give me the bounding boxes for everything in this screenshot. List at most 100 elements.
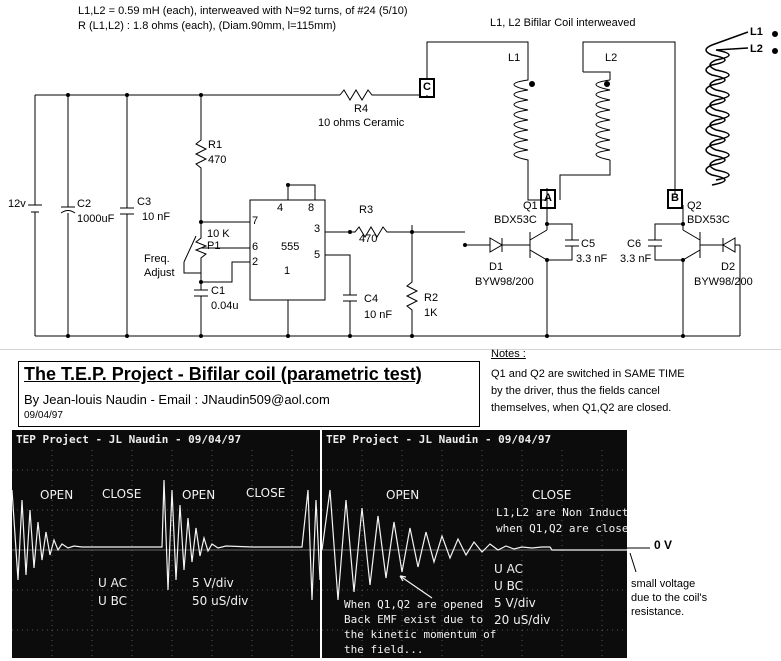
scope-left-close-2: CLOSE <box>246 486 286 500</box>
c5-capacitor <box>547 223 579 261</box>
battery <box>28 95 42 336</box>
pin-8: 8 <box>308 202 315 214</box>
zero-volt-label: 0 V <box>654 538 673 552</box>
r2-resistor <box>405 225 419 336</box>
c5-value: 3.3 nF <box>576 253 608 265</box>
ic-pins <box>287 184 351 336</box>
scope-left: TEP Project - JL Naudin - 09/04/97 OPEN … <box>12 430 320 658</box>
node-a-label: A <box>544 192 552 204</box>
node-b-label: B <box>671 192 679 204</box>
p1-value: 10 K <box>207 228 230 240</box>
d1-diode <box>465 237 530 253</box>
r4-resistor <box>339 89 375 101</box>
trace-right <box>322 489 627 601</box>
q2-transistor <box>682 205 741 336</box>
battery-label: 12v <box>8 198 26 210</box>
r1-resistor <box>194 95 250 223</box>
q2-name: Q2 <box>687 200 702 212</box>
junction-dots <box>66 31 778 338</box>
scope-left-ch2: U BC <box>98 594 127 608</box>
r3-name: R3 <box>359 204 374 216</box>
scope-right-header: TEP Project - JL Naudin - 09/04/97 <box>326 433 552 446</box>
c3-value: 10 nF <box>142 211 171 223</box>
l2-label: L2 <box>605 52 618 64</box>
l1-coil <box>513 72 547 201</box>
scope-left-ch1: U AC <box>98 576 127 590</box>
pin-6: 6 <box>252 241 259 253</box>
coil-legend-l2: L2 <box>750 43 763 55</box>
node-c-label: C <box>423 81 431 93</box>
scope-right-graticule <box>322 450 627 658</box>
r3-resistor <box>350 226 465 238</box>
r2-value: 1K <box>424 307 438 319</box>
bemf-note-4: the field... <box>344 643 424 656</box>
q2-part: BDX53C <box>687 214 730 226</box>
title-date: 09/04/97 <box>24 410 63 421</box>
c2-capacitor <box>60 95 76 336</box>
c5-name: C5 <box>581 238 596 250</box>
page-title: The T.E.P. Project - Bifilar coil (param… <box>24 364 422 384</box>
r1-value: 470 <box>208 154 227 166</box>
notes-line-2: by the driver, thus the fields cancel <box>491 385 660 397</box>
d1-name: D1 <box>489 261 504 273</box>
scope-left-open-1: OPEN <box>40 488 74 502</box>
byline: By Jean-louis Naudin - Email : JNaudin50… <box>24 392 330 407</box>
freq-label-1: Freq. <box>144 253 170 265</box>
l2-coil <box>559 41 676 200</box>
q1-name: Q1 <box>523 200 538 212</box>
d2-part: BYW98/200 <box>694 276 753 288</box>
bemf-note-3: the kinetic momentum of <box>344 628 497 641</box>
coil-terminal-l2 <box>772 48 778 54</box>
ic-555-label: 555 <box>281 241 300 253</box>
d1-part: BYW98/200 <box>475 276 534 288</box>
c4-capacitor <box>343 294 357 336</box>
bifilar-coil <box>705 31 749 186</box>
scope-right-ann-2: when Q1,Q2 are closed <box>496 522 627 535</box>
scope-left-open-2: OPEN <box>182 488 216 502</box>
spec-line-1: L1,L2 = 0.59 mH (each), interweaved with… <box>78 5 408 17</box>
c1-name: C1 <box>211 285 226 297</box>
scope-right-close: CLOSE <box>532 488 572 502</box>
scope-right-vdiv: 5 V/div <box>494 596 536 610</box>
c2-name: C2 <box>77 198 92 210</box>
r1-name: R1 <box>208 139 223 151</box>
scope-right-ann-1: L1,L2 are Non Inductive <box>496 506 627 519</box>
c6-capacitor <box>648 223 683 261</box>
c6-name: C6 <box>627 238 642 250</box>
pin-1: 1 <box>284 265 291 277</box>
freq-label-2: Adjust <box>144 267 175 279</box>
r2-name: R2 <box>424 292 439 304</box>
coil-terminal-l1 <box>772 31 778 37</box>
pin-7: 7 <box>252 215 259 227</box>
notes-heading: Notes : <box>491 348 526 360</box>
scope-left-header: TEP Project - JL Naudin - 09/04/97 <box>16 433 242 446</box>
q1-transistor <box>529 205 548 336</box>
r3-value: 470 <box>359 233 378 245</box>
p1-wiper <box>183 235 201 274</box>
bemf-arrow <box>399 575 433 599</box>
scope-right-open: OPEN <box>386 488 420 502</box>
pin-2: 2 <box>252 256 259 268</box>
node-a-box <box>540 189 556 209</box>
bemf-note-2: Back EMF exist due to <box>344 613 484 626</box>
title-block: The T.E.P. Project - Bifilar coil (param… <box>18 361 480 427</box>
side-note-1: small voltage <box>631 578 696 590</box>
c2-value: 1000uF <box>77 213 115 225</box>
pin-5: 5 <box>314 249 321 261</box>
pin-3: 3 <box>314 223 321 235</box>
bemf-note-1: When Q1,Q2 are opened <box>344 598 484 611</box>
scope-left-vdiv: 5 V/div <box>192 576 234 590</box>
coil-title: L1, L2 Bifilar Coil interweaved <box>490 17 636 29</box>
d2-name: D2 <box>721 261 736 273</box>
scope-right: TEP Project - JL Naudin - 09/04/97 OPEN … <box>322 430 627 658</box>
trace-left <box>12 479 320 601</box>
scope-left-tdiv: 50 uS/div <box>192 594 249 608</box>
r4-value: 10 ohms Ceramic <box>318 117 405 129</box>
pin-4: 4 <box>277 202 284 214</box>
side-note-2: due to the coil's <box>631 592 708 604</box>
scope-right-tdiv: 20 uS/div <box>494 613 551 627</box>
c1-capacitor <box>194 282 208 336</box>
c3-name: C3 <box>137 196 152 208</box>
spec-line-2: R (L1,L2) : 1.8 ohms (each), (Diam.90mm,… <box>78 20 337 32</box>
q1-part: BDX53C <box>494 214 537 226</box>
